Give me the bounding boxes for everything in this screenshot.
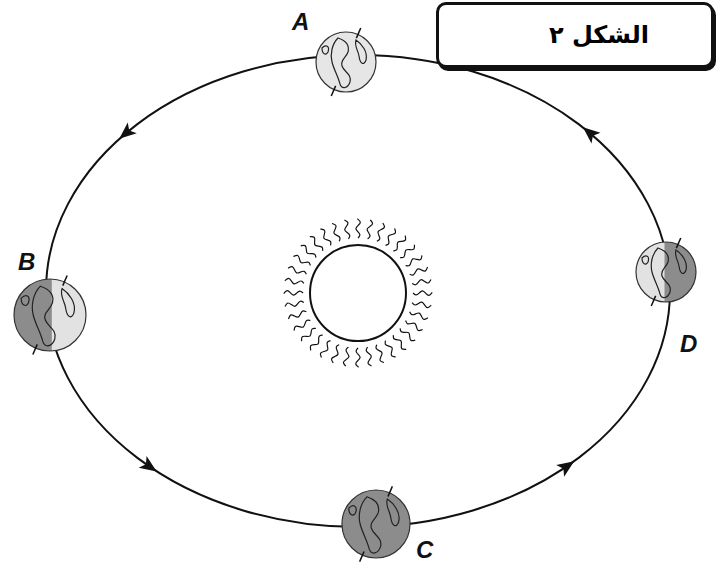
earth xyxy=(14,276,86,355)
sun xyxy=(284,219,432,367)
position-letter: A xyxy=(292,8,309,36)
earths xyxy=(14,28,696,562)
earth xyxy=(342,486,410,561)
position-letter: C xyxy=(416,536,433,564)
earth xyxy=(636,238,696,306)
orbit-path xyxy=(46,55,670,527)
figure-label: الشكل ٢ xyxy=(549,21,649,49)
position-letter: D xyxy=(680,330,697,358)
position-letter: B xyxy=(18,248,35,276)
orbit-arrows xyxy=(115,122,601,477)
earth xyxy=(316,28,376,96)
figure-label-box: الشكل ٢ xyxy=(436,2,714,68)
